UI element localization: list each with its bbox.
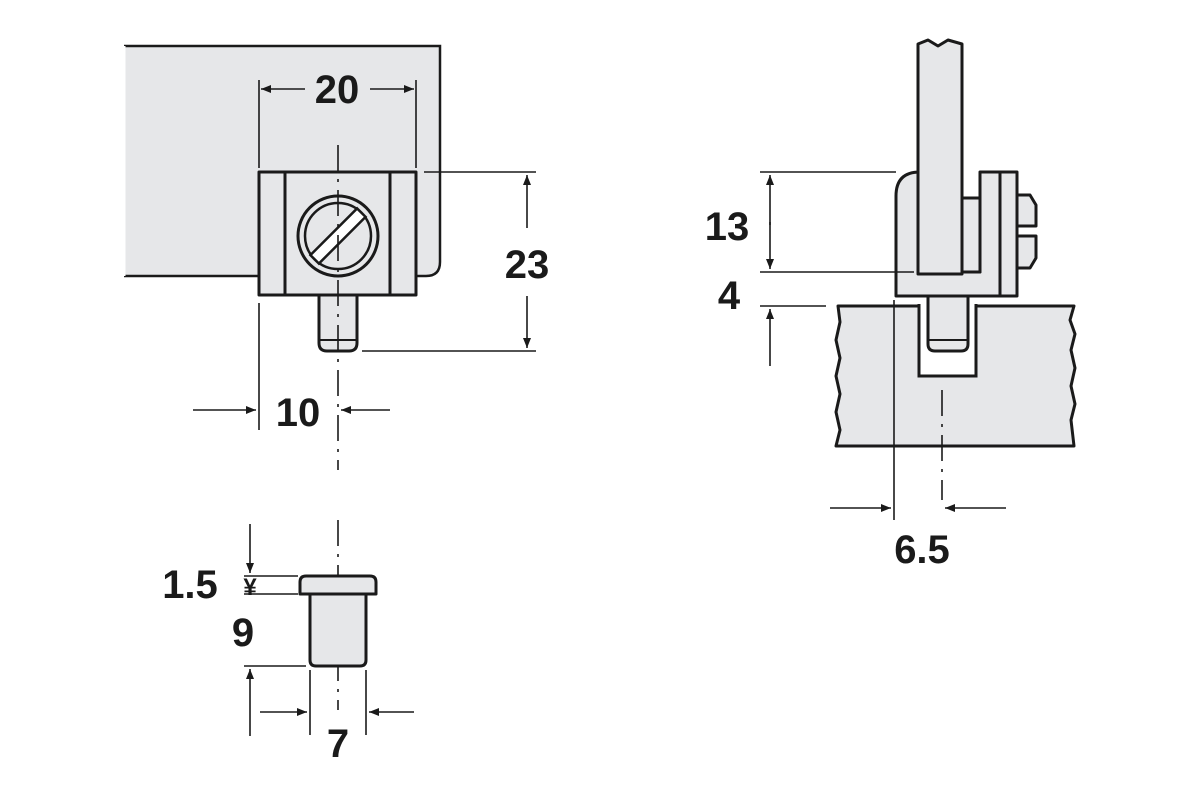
- dim-label-13: 13: [705, 205, 750, 249]
- pin-detail-view: 1.5 ¥ 9 7: [162, 520, 414, 766]
- dim-label-7: 7: [327, 722, 349, 766]
- pin-shank: [308, 592, 368, 668]
- side-view: 13 4 6.5: [705, 38, 1077, 572]
- vertical-panel: [916, 38, 964, 276]
- locating-pin: [317, 293, 359, 353]
- pin-head: [298, 574, 378, 596]
- front-view: 20 23 10: [122, 44, 550, 470]
- dim-label-1-5: 1.5: [162, 563, 218, 607]
- dim-label-20: 20: [315, 68, 360, 112]
- side-pin: [926, 294, 970, 353]
- dim-label-9: 9: [232, 611, 254, 655]
- side-screw: [1015, 193, 1038, 228]
- dim-label-6-5: 6.5: [894, 528, 950, 572]
- side-screw-lower: [1015, 234, 1038, 270]
- dim-label-10: 10: [276, 391, 321, 435]
- dim-glyph: ¥: [243, 574, 257, 601]
- dim-label-4: 4: [718, 274, 741, 318]
- dim-label-23: 23: [505, 243, 550, 287]
- side-clamp-inner: [960, 196, 982, 274]
